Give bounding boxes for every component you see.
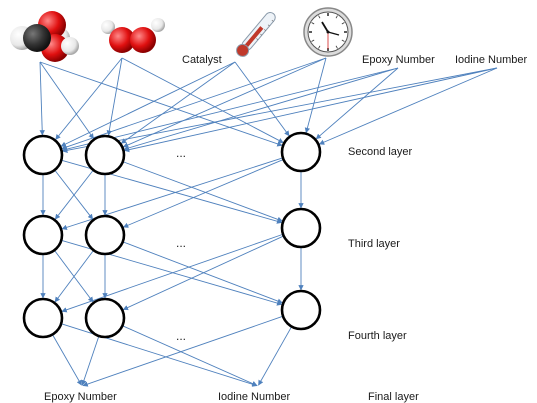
edge-16	[123, 67, 498, 153]
edge-15	[62, 67, 498, 153]
edge-17	[318, 67, 498, 145]
edge-28	[54, 249, 94, 303]
edge-1	[39, 61, 94, 140]
node-layer3-2	[84, 214, 126, 256]
edge-0	[39, 61, 45, 136]
edge-3	[55, 57, 123, 140]
output-label-epoxy-number: Epoxy Number	[44, 391, 117, 403]
edge-2	[39, 61, 283, 147]
layer-label-fourth: Fourth layer	[348, 330, 407, 342]
thermometer-icon	[236, 11, 276, 57]
edge-12	[61, 67, 399, 152]
edge-14	[315, 67, 399, 140]
node-layer3-1	[22, 214, 64, 256]
input-label-iodine-number: Iodine Number	[455, 54, 527, 66]
edge-33	[61, 233, 284, 313]
edge-8	[234, 61, 290, 137]
network-nodes	[22, 131, 322, 339]
layer-label-second: Second layer	[348, 146, 413, 158]
edge-6	[60, 61, 236, 147]
edge-7	[120, 61, 236, 144]
node-layer4-1	[22, 297, 64, 339]
acid-molecule-icon	[10, 11, 79, 62]
input-label-epoxy-number: Epoxy Number	[362, 54, 435, 66]
input-label-catalyst: Catalyst	[182, 54, 222, 66]
edge-30	[54, 249, 94, 303]
edge-32	[122, 241, 283, 304]
edge-21	[54, 169, 94, 220]
output-label-iodine-number: Iodine Number	[218, 391, 290, 403]
layer-label-third: Third layer	[348, 238, 400, 250]
ellipsis-layer4: ...	[176, 329, 186, 343]
edge-23	[122, 161, 283, 222]
layer-label-final: Final layer	[368, 391, 419, 403]
edge-4	[106, 57, 123, 136]
edge-38	[81, 335, 100, 386]
edge-19	[54, 169, 94, 220]
edge-9	[61, 57, 327, 150]
connection-edges	[39, 57, 498, 387]
node-layer4-n	[280, 289, 322, 331]
edge-40	[82, 315, 284, 387]
node-layer2-1	[22, 134, 64, 176]
edge-36	[52, 334, 82, 386]
edge-25	[122, 158, 284, 228]
node-layer2-2	[84, 134, 126, 176]
edge-11	[304, 57, 327, 134]
edge-13	[123, 67, 399, 151]
edge-39	[122, 325, 258, 387]
clock-icon	[303, 7, 353, 57]
ellipsis-layer2: ...	[176, 146, 186, 160]
edge-34	[122, 235, 284, 311]
edge-37	[60, 323, 258, 387]
peroxide-molecule-icon	[101, 18, 165, 53]
edge-10	[122, 57, 327, 148]
node-layer4-2	[84, 297, 126, 339]
ellipsis-layer3: ...	[176, 236, 186, 250]
edge-41	[258, 326, 293, 386]
node-layer3-n	[280, 207, 322, 249]
node-layer2-n	[280, 131, 322, 173]
